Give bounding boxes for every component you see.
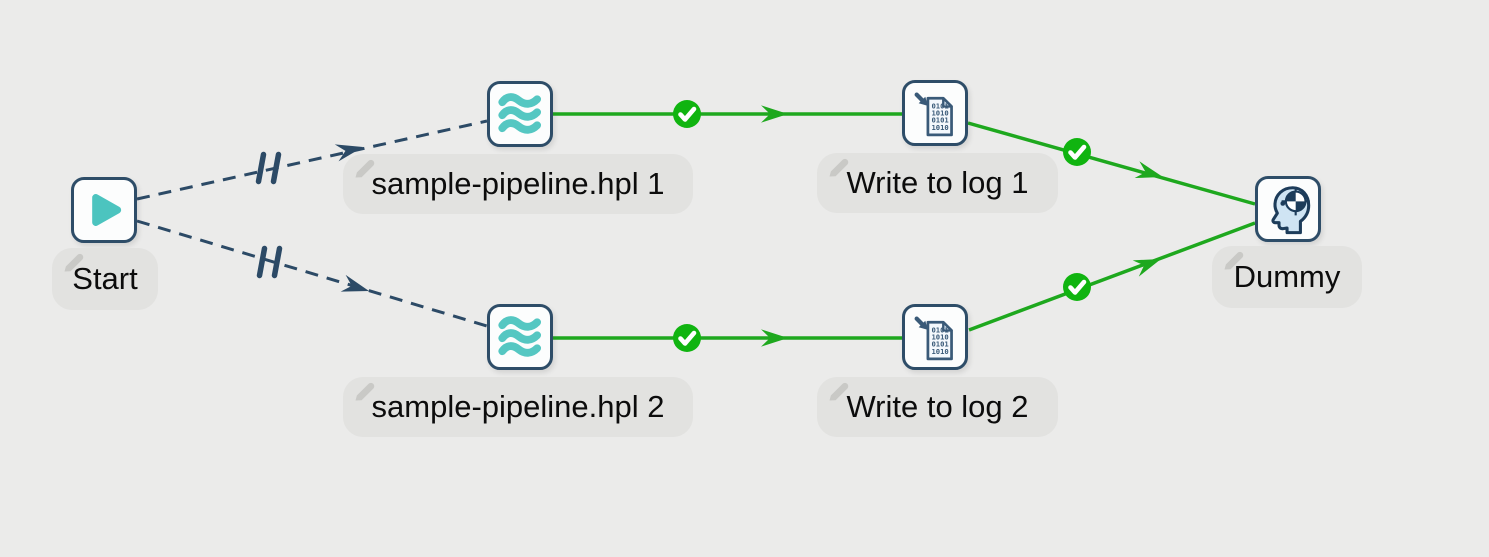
pencil-icon [1220, 246, 1247, 273]
pipeline-icon [490, 307, 550, 367]
hop-start-to-pipeline-2[interactable] [136, 219, 488, 328]
hop-arrow-icon [340, 274, 369, 292]
pencil-icon [60, 248, 87, 275]
hop-write-to-log-2-to-dummy[interactable] [968, 221, 1256, 332]
label-start[interactable]: Start [52, 248, 158, 310]
label-pipeline-1[interactable]: sample-pipeline.hpl 1 [343, 154, 693, 214]
pencil-icon [825, 377, 852, 404]
node-start[interactable] [71, 177, 137, 243]
node-label: Start [72, 261, 138, 296]
label-write-to-log-2[interactable]: Write to log 2 [817, 377, 1058, 437]
label-pipeline-2[interactable]: sample-pipeline.hpl 2 [343, 377, 693, 437]
svg-text:0101: 0101 [931, 116, 948, 125]
hop-start-to-pipeline-1[interactable] [136, 119, 488, 201]
svg-text:1010: 1010 [931, 333, 948, 342]
parallel-execution-icon[interactable] [256, 245, 283, 279]
svg-text:0101: 0101 [931, 102, 948, 111]
svg-text:1010: 1010 [931, 123, 948, 132]
node-label: Write to log 1 [846, 165, 1029, 200]
pencil-icon [351, 377, 378, 404]
node-label: Write to log 2 [846, 389, 1029, 424]
node-pipeline-1[interactable] [487, 81, 553, 147]
node-label: Dummy [1233, 259, 1341, 294]
svg-text:0101: 0101 [931, 340, 948, 349]
hop-arrow-icon [1132, 259, 1161, 277]
hop-arrow-icon [334, 144, 363, 162]
node-label: sample-pipeline.hpl 2 [371, 389, 665, 424]
svg-text:1010: 1010 [931, 347, 948, 356]
hop-arrow-icon [761, 105, 788, 123]
hop-arrow-icon [1134, 161, 1163, 179]
parallel-execution-icon[interactable] [255, 151, 282, 185]
node-label: sample-pipeline.hpl 1 [371, 166, 665, 201]
success-check-icon[interactable] [1063, 273, 1091, 301]
label-dummy[interactable]: Dummy [1212, 246, 1362, 308]
dummy-icon [1258, 179, 1318, 239]
node-dummy[interactable] [1255, 176, 1321, 242]
pencil-icon [825, 153, 852, 180]
success-check-icon[interactable] [673, 100, 701, 128]
success-check-icon[interactable] [673, 324, 701, 352]
hop-arrow-icon [761, 329, 788, 347]
node-pipeline-2[interactable] [487, 304, 553, 370]
svg-text:0101: 0101 [931, 326, 948, 335]
success-check-icon[interactable] [1063, 138, 1091, 166]
pencil-icon [351, 154, 378, 181]
hop-write-to-log-1-to-dummy[interactable] [967, 121, 1256, 206]
pipeline-icon [490, 84, 550, 144]
svg-text:1010: 1010 [931, 109, 948, 118]
label-write-to-log-1[interactable]: Write to log 1 [817, 153, 1058, 213]
play-icon [74, 180, 134, 240]
